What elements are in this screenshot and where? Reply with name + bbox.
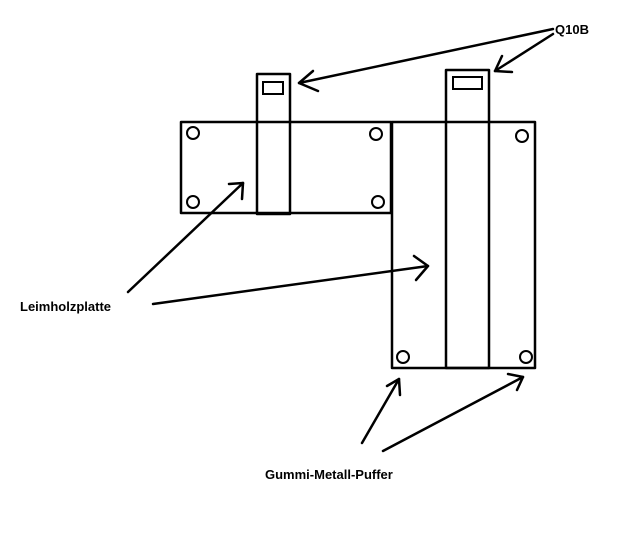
- board-left-outline: [179, 120, 393, 215]
- arrow-q10b-left: [297, 27, 555, 93]
- board-right: [390, 120, 537, 370]
- buffer-hole-right-bottom-left: [396, 350, 410, 364]
- buffer-hole-right-bottom-right: [519, 350, 533, 364]
- label-q10b: Q10B: [555, 22, 589, 37]
- buffer-hole-left-top-right: [369, 127, 383, 141]
- buffer-hole-left-top-left: [186, 126, 200, 140]
- q10b-bar-left-outline: [255, 72, 292, 216]
- label-gummi-metall-puffer: Gummi-Metall-Puffer: [265, 467, 393, 482]
- q10b-bar-right-outline: [444, 68, 491, 370]
- arrow-leimholzplatte-right: [151, 254, 430, 306]
- q10b-bar-right: [444, 68, 491, 370]
- label-leimholzplatte: Leimholzplatte: [20, 299, 111, 314]
- q10b-bar-left: [255, 72, 292, 216]
- arrow-q10b-right: [493, 32, 555, 74]
- arrow-puffer-left: [360, 377, 402, 445]
- board-right-outline: [390, 120, 537, 370]
- q10b-bar-left-slot: [262, 81, 284, 95]
- buffer-hole-right-top-right: [515, 129, 529, 143]
- buffer-hole-left-bottom-left: [186, 195, 200, 209]
- q10b-bar-right-slot: [452, 76, 483, 90]
- arrow-puffer-right: [381, 372, 525, 453]
- board-left: [179, 120, 393, 215]
- buffer-hole-left-bottom-right: [371, 195, 385, 209]
- arrow-leimholzplatte-left: [126, 181, 245, 294]
